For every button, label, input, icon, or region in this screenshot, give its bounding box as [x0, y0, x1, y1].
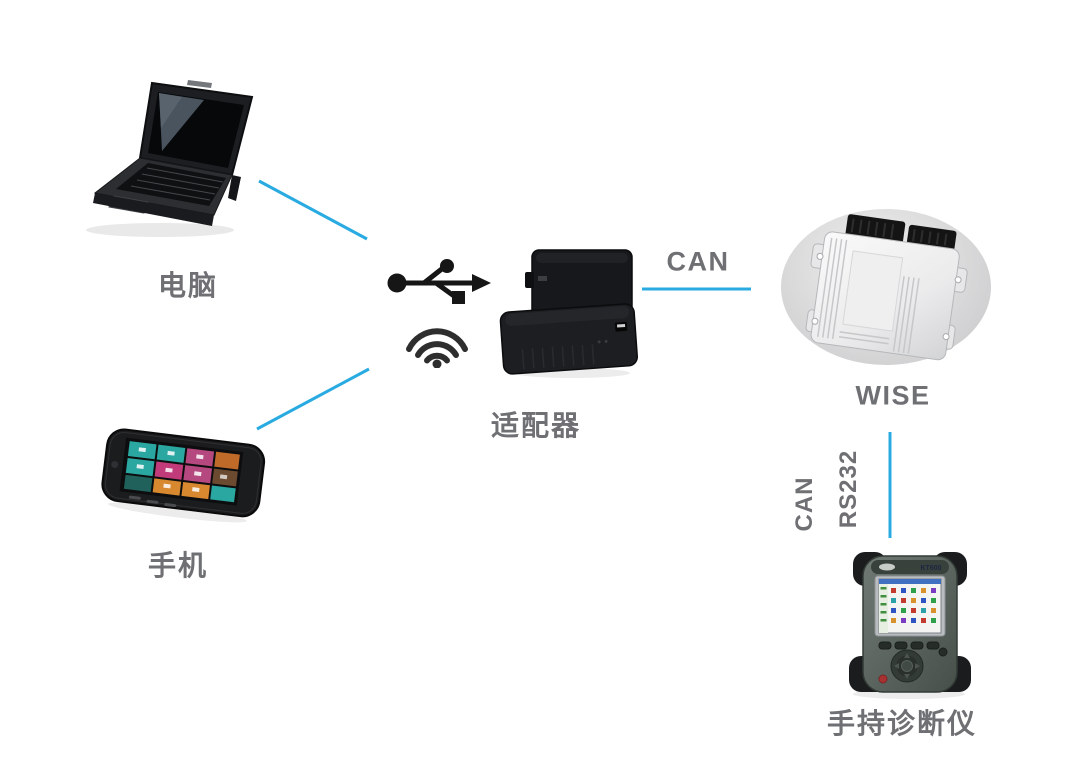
phone-image: [101, 428, 266, 523]
laptop-image: [86, 80, 254, 237]
adapter-label: 适配器: [490, 410, 582, 441]
ecu-image: [805, 214, 968, 361]
wise-label: WISE: [855, 380, 931, 411]
can-vertical-label: CAN: [791, 476, 818, 532]
handheld-label: 手持诊断仪: [826, 708, 978, 739]
handheld-model-text: KT600: [920, 565, 941, 572]
connector-computer-adapter: [258, 179, 368, 241]
wifi-icon: [406, 328, 468, 368]
connector-phone-adapter: [256, 367, 370, 431]
adapter-image: [499, 249, 639, 378]
computer-label: 电脑: [157, 270, 219, 301]
can-label: CAN: [666, 246, 730, 277]
handheld-image: KT600: [849, 552, 971, 699]
usb-icon: [387, 259, 491, 304]
phone-label: 手机: [147, 550, 209, 581]
rs232-vertical-label: RS232: [835, 449, 862, 529]
